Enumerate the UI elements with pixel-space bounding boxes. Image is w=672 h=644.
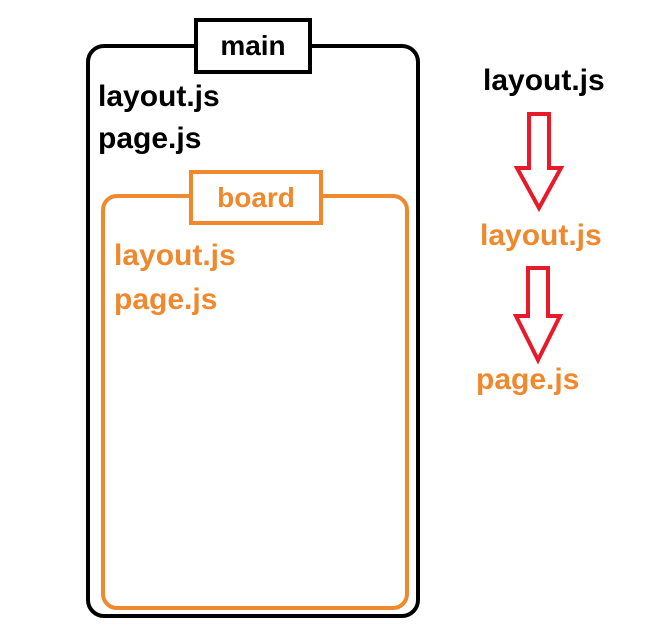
down-arrow-icon: [512, 266, 564, 365]
board-folder-label: board: [189, 170, 323, 225]
board-page-file: page.js: [114, 283, 218, 316]
flow-step-board-page: page.js: [476, 363, 580, 396]
main-layout-file: layout.js: [98, 80, 220, 113]
flow-step-board-layout: layout.js: [480, 219, 602, 252]
flow-step-main-layout: layout.js: [483, 64, 605, 97]
main-page-file: page.js: [98, 122, 202, 155]
down-arrow-icon: [513, 112, 565, 213]
board-layout-file: layout.js: [114, 239, 236, 272]
main-folder-label: main: [194, 18, 312, 74]
